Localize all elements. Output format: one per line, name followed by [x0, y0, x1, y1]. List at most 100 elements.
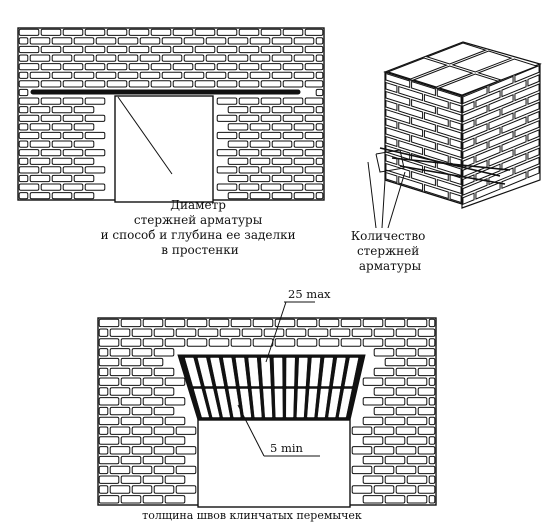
pier-brick	[501, 171, 527, 190]
brick	[153, 367, 175, 377]
brick	[362, 377, 384, 386]
brick	[73, 37, 95, 45]
pier-brick	[527, 110, 540, 124]
brick	[186, 338, 208, 347]
brick	[417, 446, 436, 455]
brick	[40, 80, 62, 88]
brick	[406, 338, 428, 347]
brick	[216, 183, 238, 191]
pier-brick	[385, 72, 411, 89]
brick	[428, 416, 436, 426]
pier-brick	[385, 81, 398, 94]
brick	[362, 397, 384, 406]
brick	[164, 318, 186, 328]
pier-brick	[488, 167, 514, 186]
pier-brick	[475, 126, 501, 145]
brick	[98, 387, 109, 396]
brick	[186, 318, 208, 328]
brick	[73, 54, 95, 62]
brick	[51, 174, 73, 183]
voussoir-brick	[228, 388, 241, 418]
pier-brick	[462, 122, 488, 141]
voussoir-brick	[317, 388, 329, 418]
brick	[417, 387, 436, 396]
brick	[164, 338, 186, 347]
brick	[161, 71, 183, 79]
brick	[98, 406, 109, 416]
brick	[216, 80, 238, 88]
brick	[252, 318, 274, 328]
brick	[120, 495, 142, 504]
brick	[142, 397, 164, 406]
brick	[304, 114, 324, 122]
brick	[29, 174, 51, 183]
voussoir-brick	[248, 357, 260, 387]
brick	[120, 357, 142, 367]
brick	[175, 426, 197, 435]
brick	[142, 455, 164, 465]
brick	[384, 377, 406, 386]
voussoir-bricks	[184, 357, 359, 418]
brick	[150, 63, 172, 71]
brick	[208, 318, 230, 328]
pier-brick	[475, 108, 501, 127]
brick	[153, 348, 175, 357]
pier-brick	[462, 104, 488, 123]
brick	[428, 397, 436, 406]
brick	[142, 377, 164, 386]
brick	[293, 106, 315, 114]
label-line-1: Количество	[351, 229, 426, 243]
brick	[117, 54, 139, 62]
brick	[315, 192, 324, 200]
brick	[271, 37, 293, 45]
brick	[73, 192, 95, 200]
brick	[62, 131, 84, 140]
pier-brick	[475, 181, 501, 200]
brick	[128, 80, 150, 88]
brick	[98, 446, 109, 455]
brick	[216, 114, 238, 122]
brick	[18, 174, 29, 183]
brick	[362, 495, 384, 504]
brick	[384, 318, 406, 328]
brick	[373, 465, 395, 475]
pier-top-bricks	[386, 42, 539, 96]
pier-brick	[514, 83, 540, 102]
brick	[205, 37, 227, 45]
brick	[271, 123, 293, 131]
brick	[153, 328, 175, 337]
brick	[304, 149, 324, 157]
brick	[18, 88, 29, 97]
brick	[304, 63, 324, 71]
pier-top-brick	[437, 73, 500, 96]
voussoir-brick	[328, 388, 341, 418]
pier-brick	[436, 160, 462, 177]
brick	[315, 174, 324, 183]
pier-brick	[411, 134, 436, 151]
brick	[406, 377, 428, 386]
pier-brick	[398, 85, 424, 102]
brick	[395, 328, 417, 337]
brick	[271, 106, 293, 114]
brick	[142, 475, 164, 484]
brick	[260, 45, 282, 54]
brick	[428, 475, 436, 484]
brick	[417, 348, 436, 357]
pier-brick	[449, 137, 462, 150]
brick	[98, 465, 109, 475]
brick	[18, 157, 29, 165]
brick	[131, 446, 153, 455]
pier-brick	[398, 103, 424, 120]
brick	[304, 131, 324, 140]
brick	[227, 71, 249, 79]
brick	[98, 495, 120, 504]
brick	[249, 157, 271, 165]
voussoir-brick	[197, 357, 213, 387]
brick	[373, 328, 395, 337]
brick	[227, 157, 249, 165]
brick	[131, 348, 153, 357]
brick	[293, 54, 315, 62]
brick	[238, 28, 260, 36]
brick	[194, 28, 216, 36]
brick	[417, 328, 436, 337]
